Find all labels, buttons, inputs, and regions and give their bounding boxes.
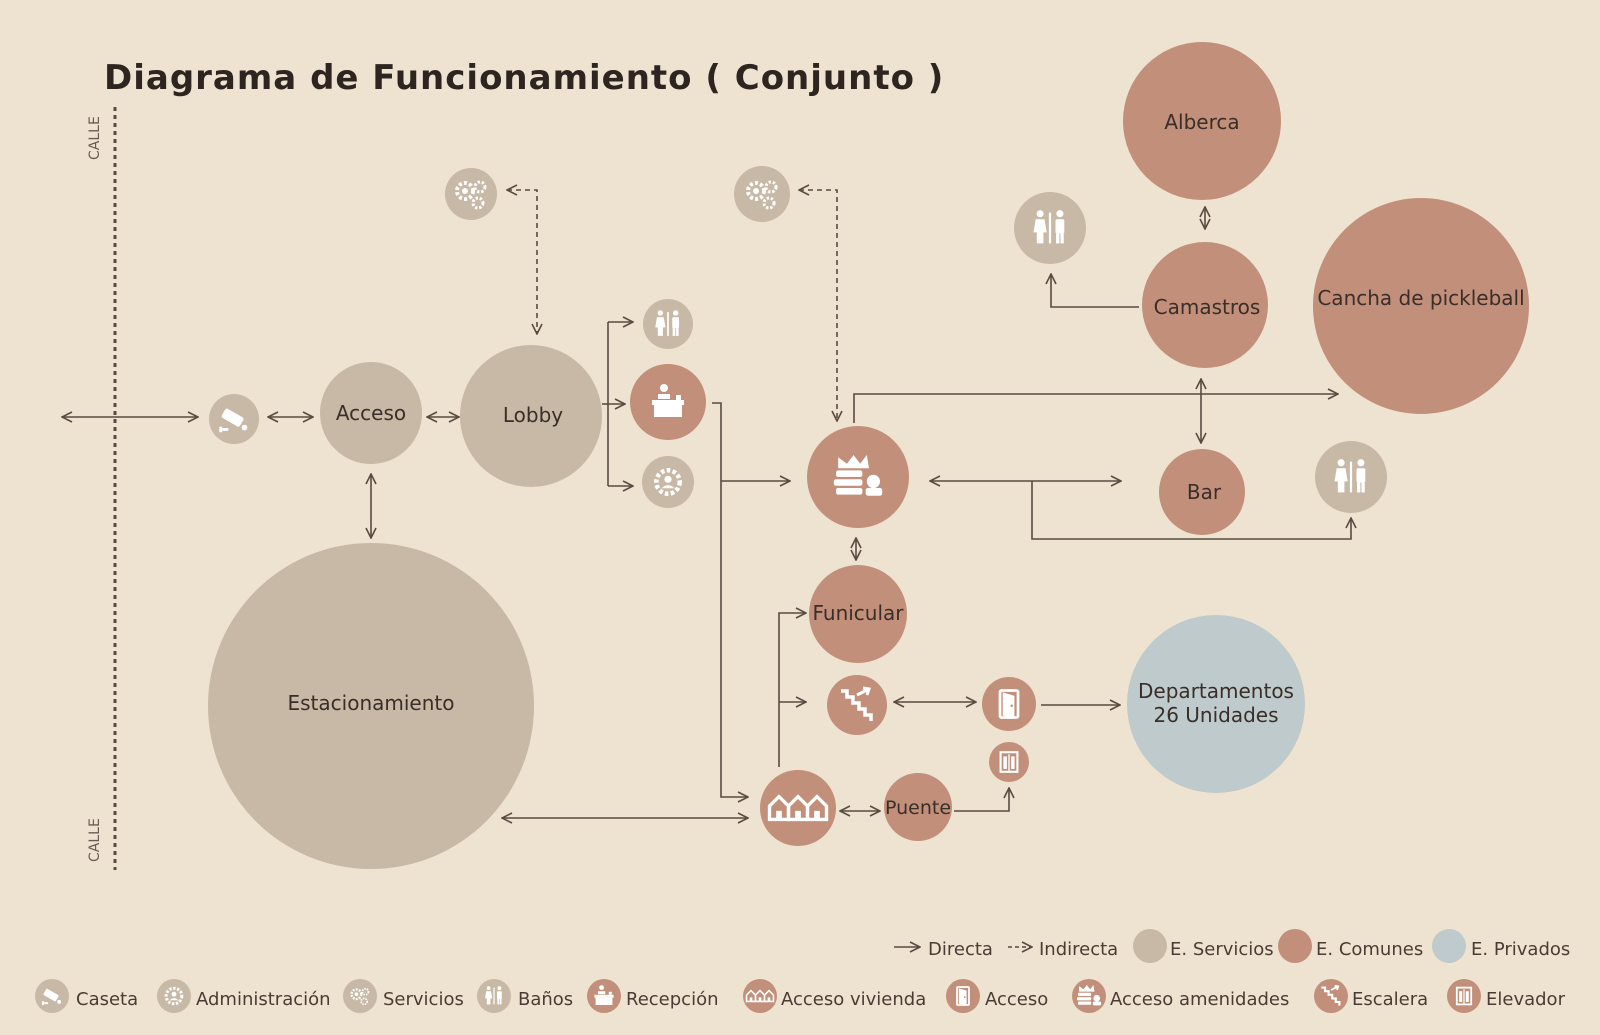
street-label-bottom: CALLE xyxy=(87,818,103,862)
legend-servicios-swatch xyxy=(1133,929,1167,963)
node-estacionamiento xyxy=(208,543,534,869)
node-departamentos-label-1: Departamentos xyxy=(1138,679,1294,703)
node-funicular-label: Funicular xyxy=(812,601,904,625)
node-camastros-label: Camastros xyxy=(1154,295,1261,319)
node-funicular xyxy=(809,565,907,663)
legend-administracion: Administración xyxy=(196,989,331,1010)
node-acceso xyxy=(320,362,422,464)
legend-acceso: Acceso xyxy=(985,989,1048,1010)
banos-node-1 xyxy=(643,299,693,349)
page-title: Diagrama de Funcionamiento ( Conjunto ) xyxy=(104,58,944,98)
legend-e-privados: E. Privados xyxy=(1471,939,1570,960)
connector-amenidades-cancha xyxy=(853,394,1338,423)
connector-recepcion-vivienda xyxy=(712,402,748,797)
escalera-node xyxy=(827,675,887,735)
connector-vivienda-funicular xyxy=(778,613,806,767)
caseta-node xyxy=(209,394,259,444)
legend-comunes-swatch xyxy=(1278,929,1312,963)
legend-e-comunes: E. Comunes xyxy=(1316,939,1423,960)
connector-servicios-lobby-indirect xyxy=(507,190,537,334)
legend-e-servicios: E. Servicios xyxy=(1170,939,1274,960)
node-bar xyxy=(1159,449,1245,535)
node-cancha-label: Cancha de pickleball xyxy=(1317,286,1524,310)
node-cancha xyxy=(1313,198,1529,414)
acceso-amenidades-node xyxy=(807,426,909,528)
node-estacionamiento-label: Estacionamiento xyxy=(288,691,455,715)
legend-directa: Directa xyxy=(928,939,993,960)
acceso-vivienda-node xyxy=(760,770,836,846)
legend: Directa Indirecta E. Servicios E. Comune… xyxy=(35,929,1570,1013)
legend-servicios: Servicios xyxy=(383,989,464,1010)
acceso-node xyxy=(982,677,1036,731)
servicios-node-2 xyxy=(734,166,790,222)
legend-acceso-vivienda: Acceso vivienda xyxy=(781,989,926,1010)
node-alberca-label: Alberca xyxy=(1164,110,1239,134)
legend-caseta: Caseta xyxy=(76,989,138,1010)
connector-servicios2-amenidades-indirect xyxy=(799,190,837,421)
legend-elevador: Elevador xyxy=(1486,989,1566,1010)
legend-privados-swatch xyxy=(1432,929,1466,963)
node-puente-label: Puente xyxy=(885,797,951,819)
node-alberca xyxy=(1123,42,1281,200)
elevador-node xyxy=(989,742,1029,782)
servicios-node-1 xyxy=(445,168,497,220)
node-acceso-label: Acceso xyxy=(336,401,406,425)
legend-acceso-amenidades: Acceso amenidades xyxy=(1110,989,1289,1010)
node-lobby xyxy=(460,345,602,487)
connector-puente-elevador xyxy=(954,788,1009,812)
recepcion-node xyxy=(630,364,706,440)
legend-indirecta: Indirecta xyxy=(1039,939,1118,960)
banos-node-3 xyxy=(1014,192,1086,264)
node-bar-label: Bar xyxy=(1187,480,1222,504)
legend-banos: Baños xyxy=(518,989,573,1010)
node-departamentos xyxy=(1127,615,1305,793)
node-camastros xyxy=(1142,242,1268,368)
legend-recepcion: Recepción xyxy=(626,989,719,1010)
connector-camastros-banos3 xyxy=(1051,274,1139,308)
legend-escalera: Escalera xyxy=(1352,989,1428,1010)
banos-node-2 xyxy=(1315,441,1387,513)
administracion-node xyxy=(642,456,694,508)
connector-to-banos2 xyxy=(1031,481,1351,540)
street-label-top: CALLE xyxy=(87,116,103,160)
node-departamentos-label-2: 26 Unidades xyxy=(1153,703,1278,727)
node-lobby-label: Lobby xyxy=(503,403,563,427)
node-puente xyxy=(884,773,952,841)
connectors xyxy=(62,190,1351,818)
